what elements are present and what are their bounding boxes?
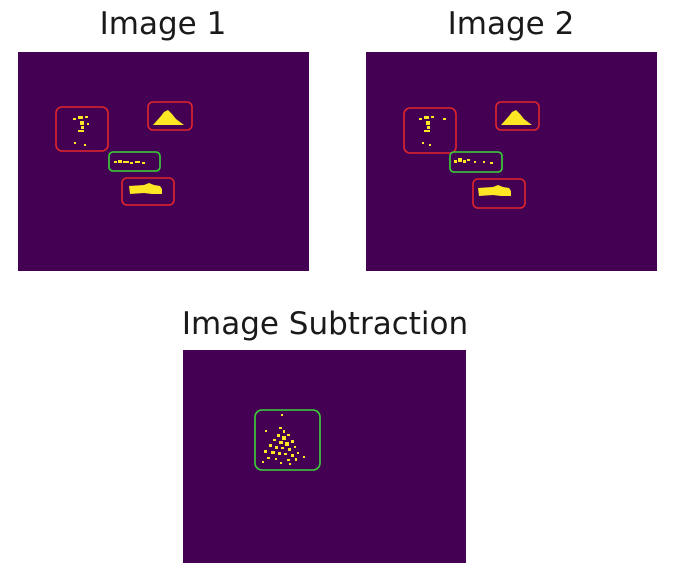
box-person-1 bbox=[55, 106, 109, 152]
image-2-canvas bbox=[403, 101, 540, 209]
blob-person-1 bbox=[73, 116, 89, 146]
blob-changed-2 bbox=[454, 158, 493, 164]
blob-difference bbox=[262, 414, 305, 465]
box-triangle-1 bbox=[147, 101, 193, 131]
subtraction-title: Image Subtraction bbox=[181, 306, 469, 342]
blob-car-1 bbox=[129, 183, 162, 194]
subtraction-canvas bbox=[254, 409, 321, 471]
box-person-2 bbox=[403, 107, 457, 154]
blob-car-2 bbox=[478, 185, 511, 196]
box-car-2 bbox=[472, 178, 526, 209]
image-2-title: Image 2 bbox=[447, 6, 575, 42]
blob-triangle-1 bbox=[153, 110, 184, 125]
subtraction-panel bbox=[183, 350, 466, 563]
box-difference bbox=[254, 409, 321, 471]
image-1-canvas bbox=[55, 101, 193, 206]
image-2-panel bbox=[366, 52, 657, 271]
blob-changed-1 bbox=[114, 160, 145, 164]
box-changed-1 bbox=[108, 151, 161, 172]
box-car-1 bbox=[121, 177, 175, 206]
box-changed-2 bbox=[449, 151, 503, 173]
image-1-panel bbox=[18, 52, 309, 271]
blob-person-2 bbox=[419, 116, 446, 146]
blob-triangle-2 bbox=[501, 110, 532, 125]
image-1-title: Image 1 bbox=[99, 6, 227, 42]
box-triangle-2 bbox=[495, 101, 540, 131]
